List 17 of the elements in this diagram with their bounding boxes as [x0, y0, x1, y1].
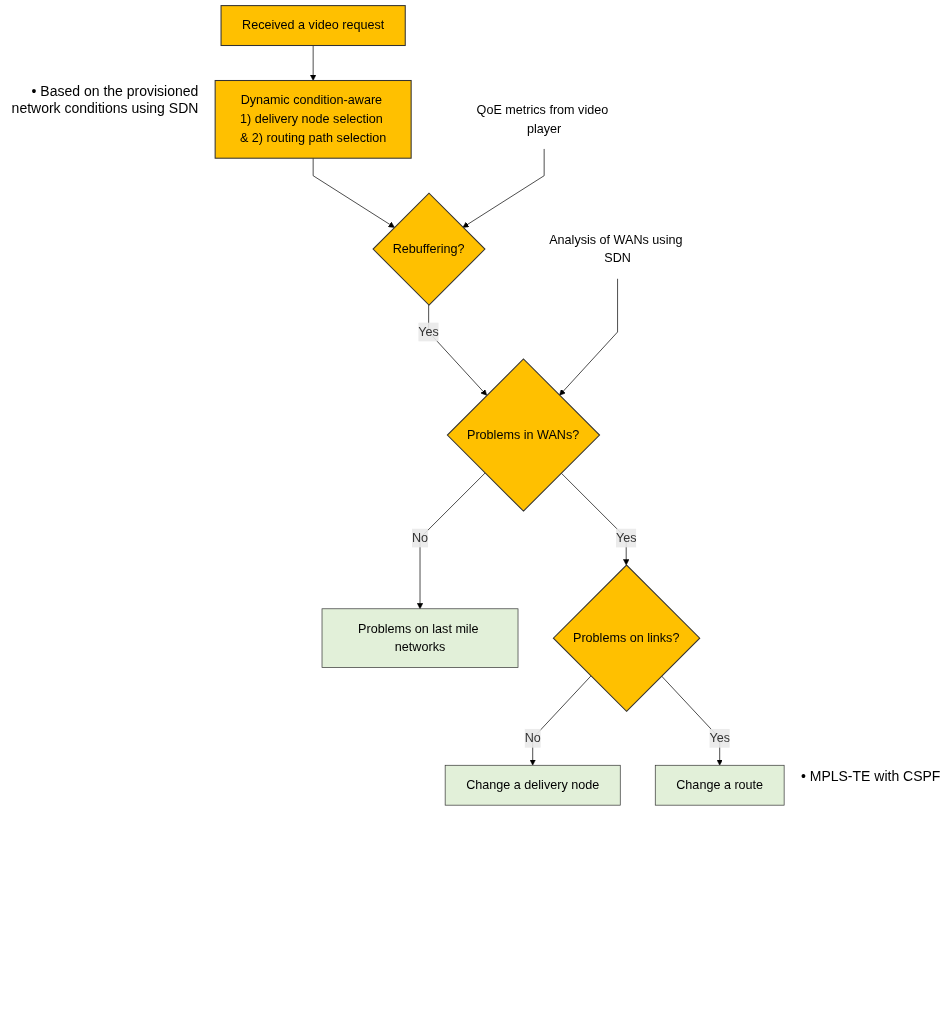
- edge-label: Yes: [418, 324, 439, 339]
- node-box: Change a route: [654, 764, 785, 806]
- node-box: Problems on last mile networks: [321, 608, 519, 668]
- node-diamond: Rebuffering?: [372, 192, 486, 306]
- node-box: Received a video request: [220, 5, 406, 47]
- note-text: • Based on the provisioned network conditions using SDN: [11, 82, 199, 116]
- node-box: Change a delivery node: [444, 764, 621, 806]
- edge-label: Yes: [709, 730, 730, 745]
- note-text: • MPLS-TE with CSPF: [800, 767, 941, 784]
- node-text: QoE metrics from video player: [476, 102, 609, 136]
- node-diamond: Problems on links?: [552, 564, 701, 713]
- edge-label: No: [524, 730, 541, 745]
- node-text: Analysis of WANs using SDN: [549, 232, 683, 266]
- node-box: Dynamic condition-aware 1) delivery node selection & 2) routing path selection: [214, 79, 412, 159]
- edge-label: Yes: [615, 530, 637, 545]
- edge-label: No: [411, 530, 429, 545]
- node-diamond: Problems in WANs?: [446, 358, 601, 512]
